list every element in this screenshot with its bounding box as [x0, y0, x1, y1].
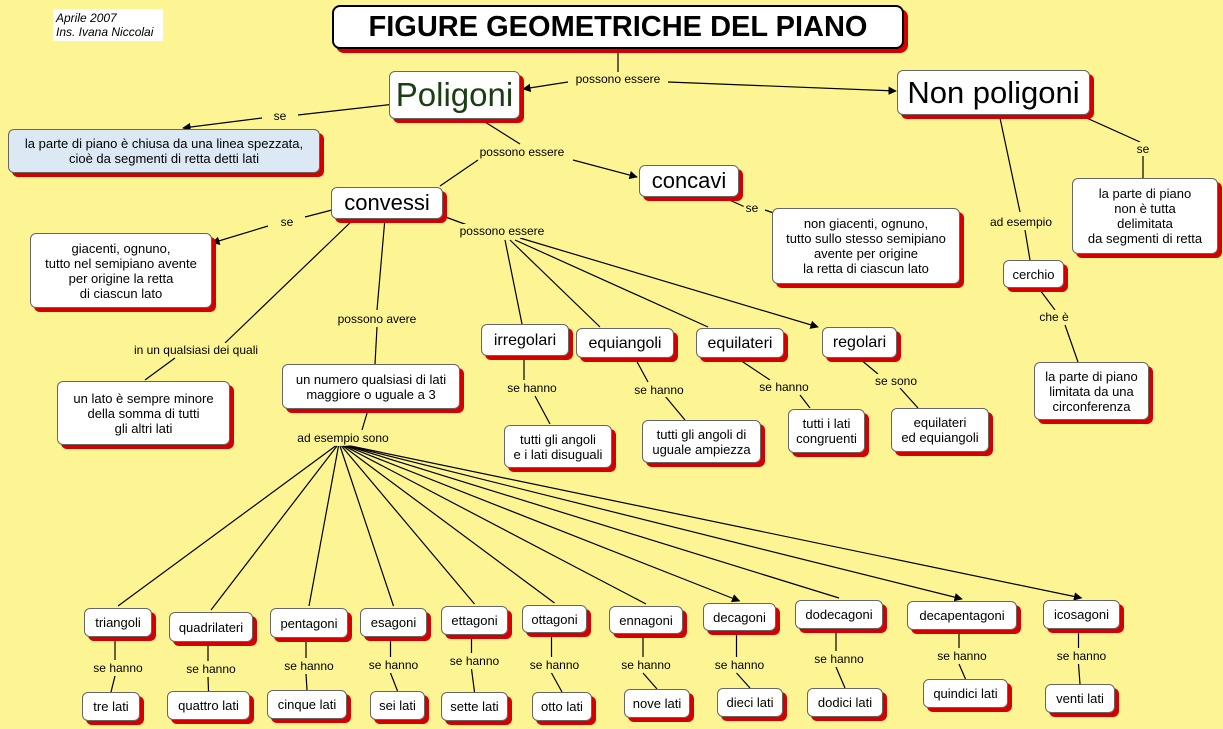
node-polygon-ennagoni: ennagoni	[609, 606, 683, 634]
node-irregolari-prop: tutti gli angoli e i lati disuguali	[504, 425, 612, 468]
label-se-hanno: se hanno	[505, 381, 559, 395]
node-non-poligoni: Non poligoni	[897, 70, 1090, 115]
node-polygon-decapentagoni: decapentagoni	[907, 601, 1017, 630]
node-def-non-poligoni: la parte di piano non è tutta delimitata…	[1072, 178, 1218, 254]
label-possono-essere: possono essere	[573, 72, 663, 86]
node-sides-esagoni: sei lati	[370, 691, 425, 720]
node-sides-decapentagoni: quindici lati	[923, 679, 1008, 708]
node-sides-ottagoni: otto lati	[532, 692, 592, 721]
node-irregolari: irregolari	[481, 324, 569, 356]
node-polygon-dodecagoni: dodecagoni	[795, 600, 883, 629]
label-se-hanno: se hanno	[184, 662, 238, 676]
node-sides-decagoni: dieci lati	[717, 688, 783, 717]
node-equiangoli-prop: tutti gli angoli di uguale ampiezza	[642, 420, 761, 463]
node-regolari: regolari	[822, 327, 897, 358]
label-possono-essere: possono essere	[457, 224, 547, 238]
node-equiangoli: equiangoli	[576, 328, 674, 358]
node-equilateri-prop: tutti i lati congruenti	[788, 409, 865, 453]
label-se: se	[1134, 142, 1152, 156]
label-se-hanno: se hanno	[712, 658, 767, 672]
node-polygon-ettagoni: ettagoni	[441, 606, 508, 635]
node-polygon-decagoni: decagoni	[703, 603, 776, 631]
node-cerchio: cerchio	[1003, 260, 1064, 288]
node-sides-icosagoni: venti lati	[1045, 684, 1115, 713]
label-ad-esempio-sono: ad esempio sono	[295, 431, 391, 445]
node-sides-pentagoni: cinque lati	[267, 690, 347, 719]
node-numero-lati: un numero qualsiasi di lati maggiore o u…	[282, 364, 460, 409]
author-credit: Aprile 2007 Ins. Ivana Niccolai	[53, 9, 163, 41]
label-ad-esempio: ad esempio	[987, 215, 1055, 229]
node-regolari-prop: equilateri ed equiangoli	[891, 408, 989, 452]
node-sides-triangoli: tre lati	[82, 692, 140, 721]
label-se-hanno: se hanno	[632, 383, 686, 397]
node-cerchio-def: la parte di piano limitata da una circon…	[1034, 362, 1149, 420]
node-polygon-pentagoni: pentagoni	[270, 608, 348, 638]
node-polygon-ottagoni: ottagoni	[522, 605, 587, 633]
node-polygon-quadrilateri: quadrilateri	[169, 612, 253, 642]
node-polygon-esagoni: esagoni	[360, 608, 427, 637]
map-title: FIGURE GEOMETRICHE DEL PIANO	[332, 5, 904, 49]
node-equilateri: equilateri	[696, 328, 784, 358]
node-def-concavi: non giacenti, ognuno, tutto sullo stesso…	[772, 208, 960, 284]
node-convessi: convessi	[331, 187, 443, 219]
label-se-hanno: se hanno	[366, 658, 421, 672]
label-se-hanno: se hanno	[282, 659, 336, 673]
node-poligoni: Poligoni	[389, 71, 520, 119]
label-possono-avere: possono avere	[335, 312, 419, 326]
label-se-hanno: se hanno	[1054, 649, 1109, 663]
node-sides-dodecagoni: dodici lati	[807, 688, 883, 717]
node-sides-quadrilateri: quattro lati	[167, 691, 250, 720]
label-in-un-qualsiasi: in un qualsiasi dei quali	[131, 343, 261, 357]
label-se-hanno: se hanno	[935, 649, 989, 663]
node-concavi: concavi	[639, 165, 739, 197]
label-se-sono: se sono	[872, 374, 920, 388]
label-se-hanno: se hanno	[91, 661, 145, 675]
node-sides-ennagoni: nove lati	[624, 689, 690, 718]
credit-author: Ins. Ivana Niccolai	[56, 25, 154, 39]
label-se-hanno: se hanno	[447, 654, 502, 668]
label-se: se	[278, 215, 296, 229]
node-def-poligoni: la parte di piano è chiusa da una linea …	[8, 129, 320, 173]
credit-date: Aprile 2007	[56, 11, 117, 25]
node-sides-ettagoni: sette lati	[441, 692, 508, 721]
label-se: se	[271, 109, 289, 123]
label-possono-essere: possono essere	[477, 145, 567, 159]
node-lato-minore: un lato è sempre minore della somma di t…	[57, 381, 230, 445]
node-polygon-triangoli: triangoli	[84, 608, 152, 637]
node-polygon-icosagoni: icosagoni	[1043, 600, 1120, 629]
label-se-hanno: se hanno	[812, 652, 866, 666]
label-se-hanno: se hanno	[757, 380, 811, 394]
label-se-hanno: se hanno	[619, 658, 673, 672]
node-def-convessi: giacenti, ognuno, tutto nel semipiano av…	[30, 233, 212, 308]
label-se-hanno: se hanno	[527, 658, 582, 672]
label-se: se	[743, 201, 761, 215]
label-che-e: che è	[1037, 310, 1071, 324]
